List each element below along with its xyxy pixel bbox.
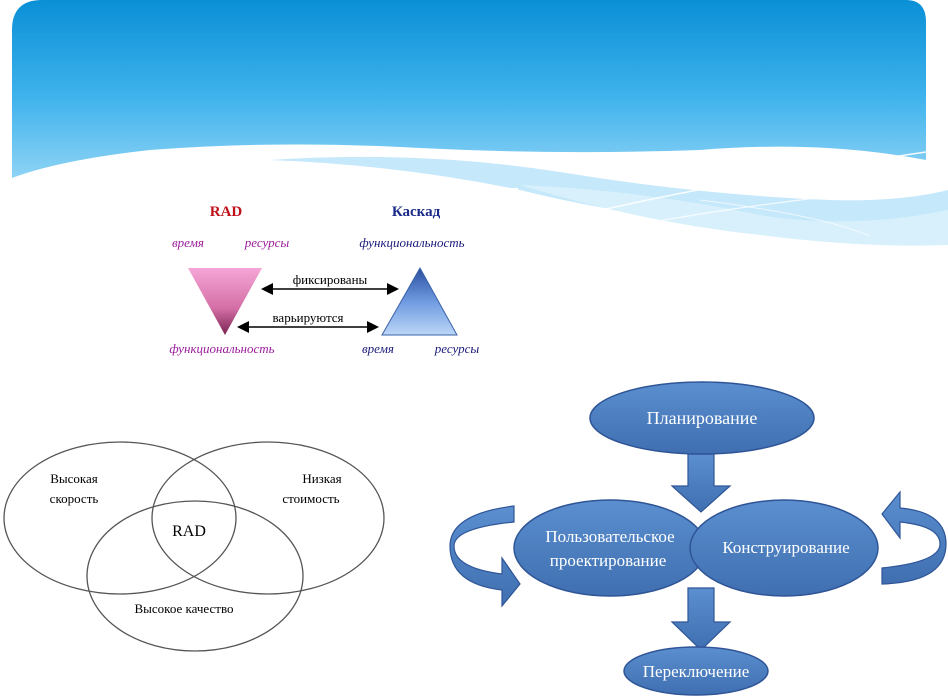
arrow-loop-left — [449, 505, 521, 608]
rad-process-diagram: Планирование Пользовательское проектиров… — [449, 381, 947, 696]
rad-venn-diagram: Высокая скорость Низкая стоимость Высоко… — [3, 441, 385, 652]
step-switch-label: Переключение — [643, 662, 750, 681]
venn-circle-speed — [3, 441, 237, 595]
slide-header-band — [12, 0, 948, 260]
arrow-varies-label: варьируются — [272, 310, 343, 325]
step-user-design — [513, 499, 707, 597]
step-user-design-label-line1: Пользовательское — [545, 527, 674, 546]
rad-inverted-triangle — [188, 268, 262, 335]
cascade-variable-time-label: время — [362, 341, 394, 356]
header-wave-pale — [520, 185, 948, 246]
rad-fixed-time-label: время — [172, 235, 204, 250]
step-construction — [689, 499, 879, 597]
header-white-patch — [150, 188, 518, 260]
arrow-loop-right — [881, 490, 947, 585]
cascade-title: Каскад — [392, 204, 441, 220]
venn-center-label: RAD — [172, 523, 206, 540]
header-wave-line-1 — [559, 151, 927, 221]
cascade-variable-resources-label: ресурсы — [434, 341, 480, 356]
header-sky — [12, 0, 926, 178]
step-planning — [589, 381, 815, 455]
header-wave-line-3 — [699, 199, 871, 237]
rad-variable-functionality-label: функциональность — [169, 341, 274, 356]
venn-speed-label-line1: Высокая — [50, 471, 98, 486]
cascade-fixed-functionality-label: функциональность — [359, 235, 464, 250]
header-wave-line-2 — [599, 184, 948, 233]
arrow-to-switch — [670, 587, 732, 651]
rad-cascade-diagram: RAD Каскад время ресурсы функциональност… — [169, 204, 480, 356]
venn-cost-label-line1: Низкая — [302, 471, 341, 486]
arrow-plan-to-design — [670, 453, 732, 513]
rad-title: RAD — [210, 204, 243, 220]
venn-circle-cost — [151, 441, 385, 595]
venn-speed-label-line2: скорость — [50, 491, 99, 506]
venn-circle-quality — [86, 500, 304, 652]
arrow-fixed-label: фиксированы — [293, 272, 368, 287]
step-user-design-label-line2: проектирование — [550, 551, 667, 570]
venn-cost-label-line2: стоимость — [282, 491, 339, 506]
step-planning-label: Планирование — [647, 408, 758, 428]
venn-quality-label: Высокое качество — [134, 601, 233, 616]
step-switch — [623, 646, 769, 696]
rad-fixed-resources-label: ресурсы — [244, 235, 290, 250]
cascade-triangle — [381, 266, 458, 336]
step-construction-label: Конструирование — [722, 538, 849, 557]
